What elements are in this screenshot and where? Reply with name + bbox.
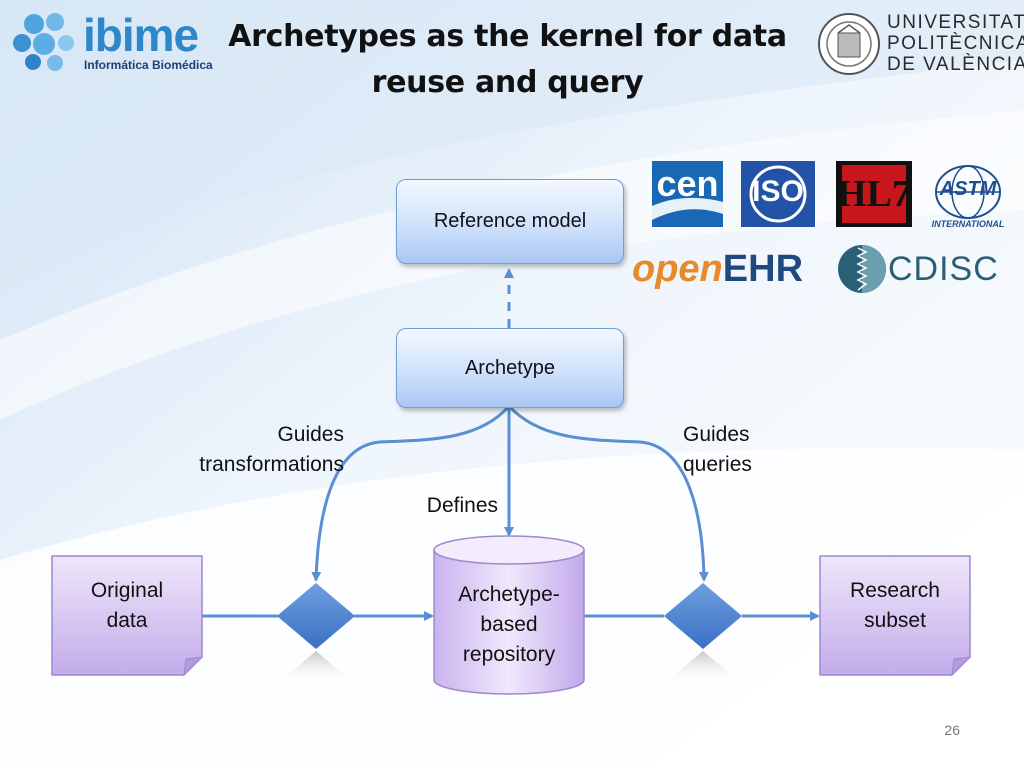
cdisc-logo-text: CDISC xyxy=(888,250,999,288)
research-subset-line-2: subset xyxy=(864,609,926,632)
research-subset-line-1: Research xyxy=(850,579,940,602)
ibime-blob-icon xyxy=(13,13,74,71)
upv-seal-icon xyxy=(818,13,880,75)
repository-label: Archetype- based repository xyxy=(434,580,584,670)
iso-logo-icon xyxy=(741,161,815,227)
astm-logo-text: ASTM xyxy=(939,178,997,200)
original-data-label: Original data xyxy=(52,576,202,636)
guides-queries-line-1: Guides xyxy=(683,423,750,446)
reference-model-label: Reference model xyxy=(433,210,587,232)
cdisc-logo-icon xyxy=(838,245,886,293)
iso-logo-text: ISO xyxy=(752,175,804,208)
transformation-decision-diamond xyxy=(277,583,355,649)
guides-queries-label: Guides queries xyxy=(683,420,843,480)
page-number: 26 xyxy=(944,722,960,738)
ibime-logo-subtitle: Informática Biomédica xyxy=(84,58,213,72)
guides-transformations-label: Guides transformations xyxy=(150,420,344,480)
openehr-logo-ehr: EHR xyxy=(722,248,804,290)
astm-logo-subtitle: INTERNATIONAL xyxy=(931,219,1005,229)
astm-logo-icon xyxy=(935,165,1001,219)
upv-line-2: POLITÈCNICA xyxy=(887,33,1024,54)
original-data-line-2: data xyxy=(106,609,148,632)
cen-logo-icon xyxy=(652,161,723,227)
diamond-reflection xyxy=(277,651,355,684)
upv-line-3: DE VALÈNCIA xyxy=(887,54,1024,75)
research-subset-label: Research subset xyxy=(820,576,970,636)
guides-transformations-line-1: Guides xyxy=(277,423,344,446)
original-data-document-shape xyxy=(51,555,204,677)
archetype-box: Archetype xyxy=(396,328,624,408)
query-decision-diamond xyxy=(664,583,742,649)
openehr-logo: openEHR xyxy=(632,248,803,291)
cen-logo-text: cen xyxy=(656,163,719,204)
guides-transformations-line-2: transformations xyxy=(199,453,344,476)
guides-queries-arrow xyxy=(507,404,709,582)
archetype-label: Archetype xyxy=(464,356,556,379)
diamond-reflection xyxy=(664,651,742,684)
repository-line-2: based xyxy=(480,613,538,636)
upv-logo-name: UNIVERSITAT POLITÈCNICA DE VALÈNCIA xyxy=(887,12,1024,75)
guides-transformations-arrow xyxy=(311,405,511,582)
guides-queries-line-2: queries xyxy=(683,453,752,476)
reference-model-box: Reference model xyxy=(396,179,624,264)
defines-label: Defines xyxy=(426,494,498,517)
upv-line-1: UNIVERSITAT xyxy=(887,12,1024,33)
slide-title: Archetypes as the kernel for data reuse … xyxy=(228,19,787,100)
original-data-line-1: Original xyxy=(90,579,164,602)
repository-line-3: repository xyxy=(462,643,556,666)
repository-cylinder-shape xyxy=(433,535,585,695)
ibime-logo-word: ibime xyxy=(83,9,199,61)
repository-line-1: Archetype- xyxy=(458,583,560,606)
openehr-logo-open: open xyxy=(632,248,723,290)
hl7-logo-text: HL7 xyxy=(837,173,911,215)
research-subset-document-shape xyxy=(819,555,972,677)
